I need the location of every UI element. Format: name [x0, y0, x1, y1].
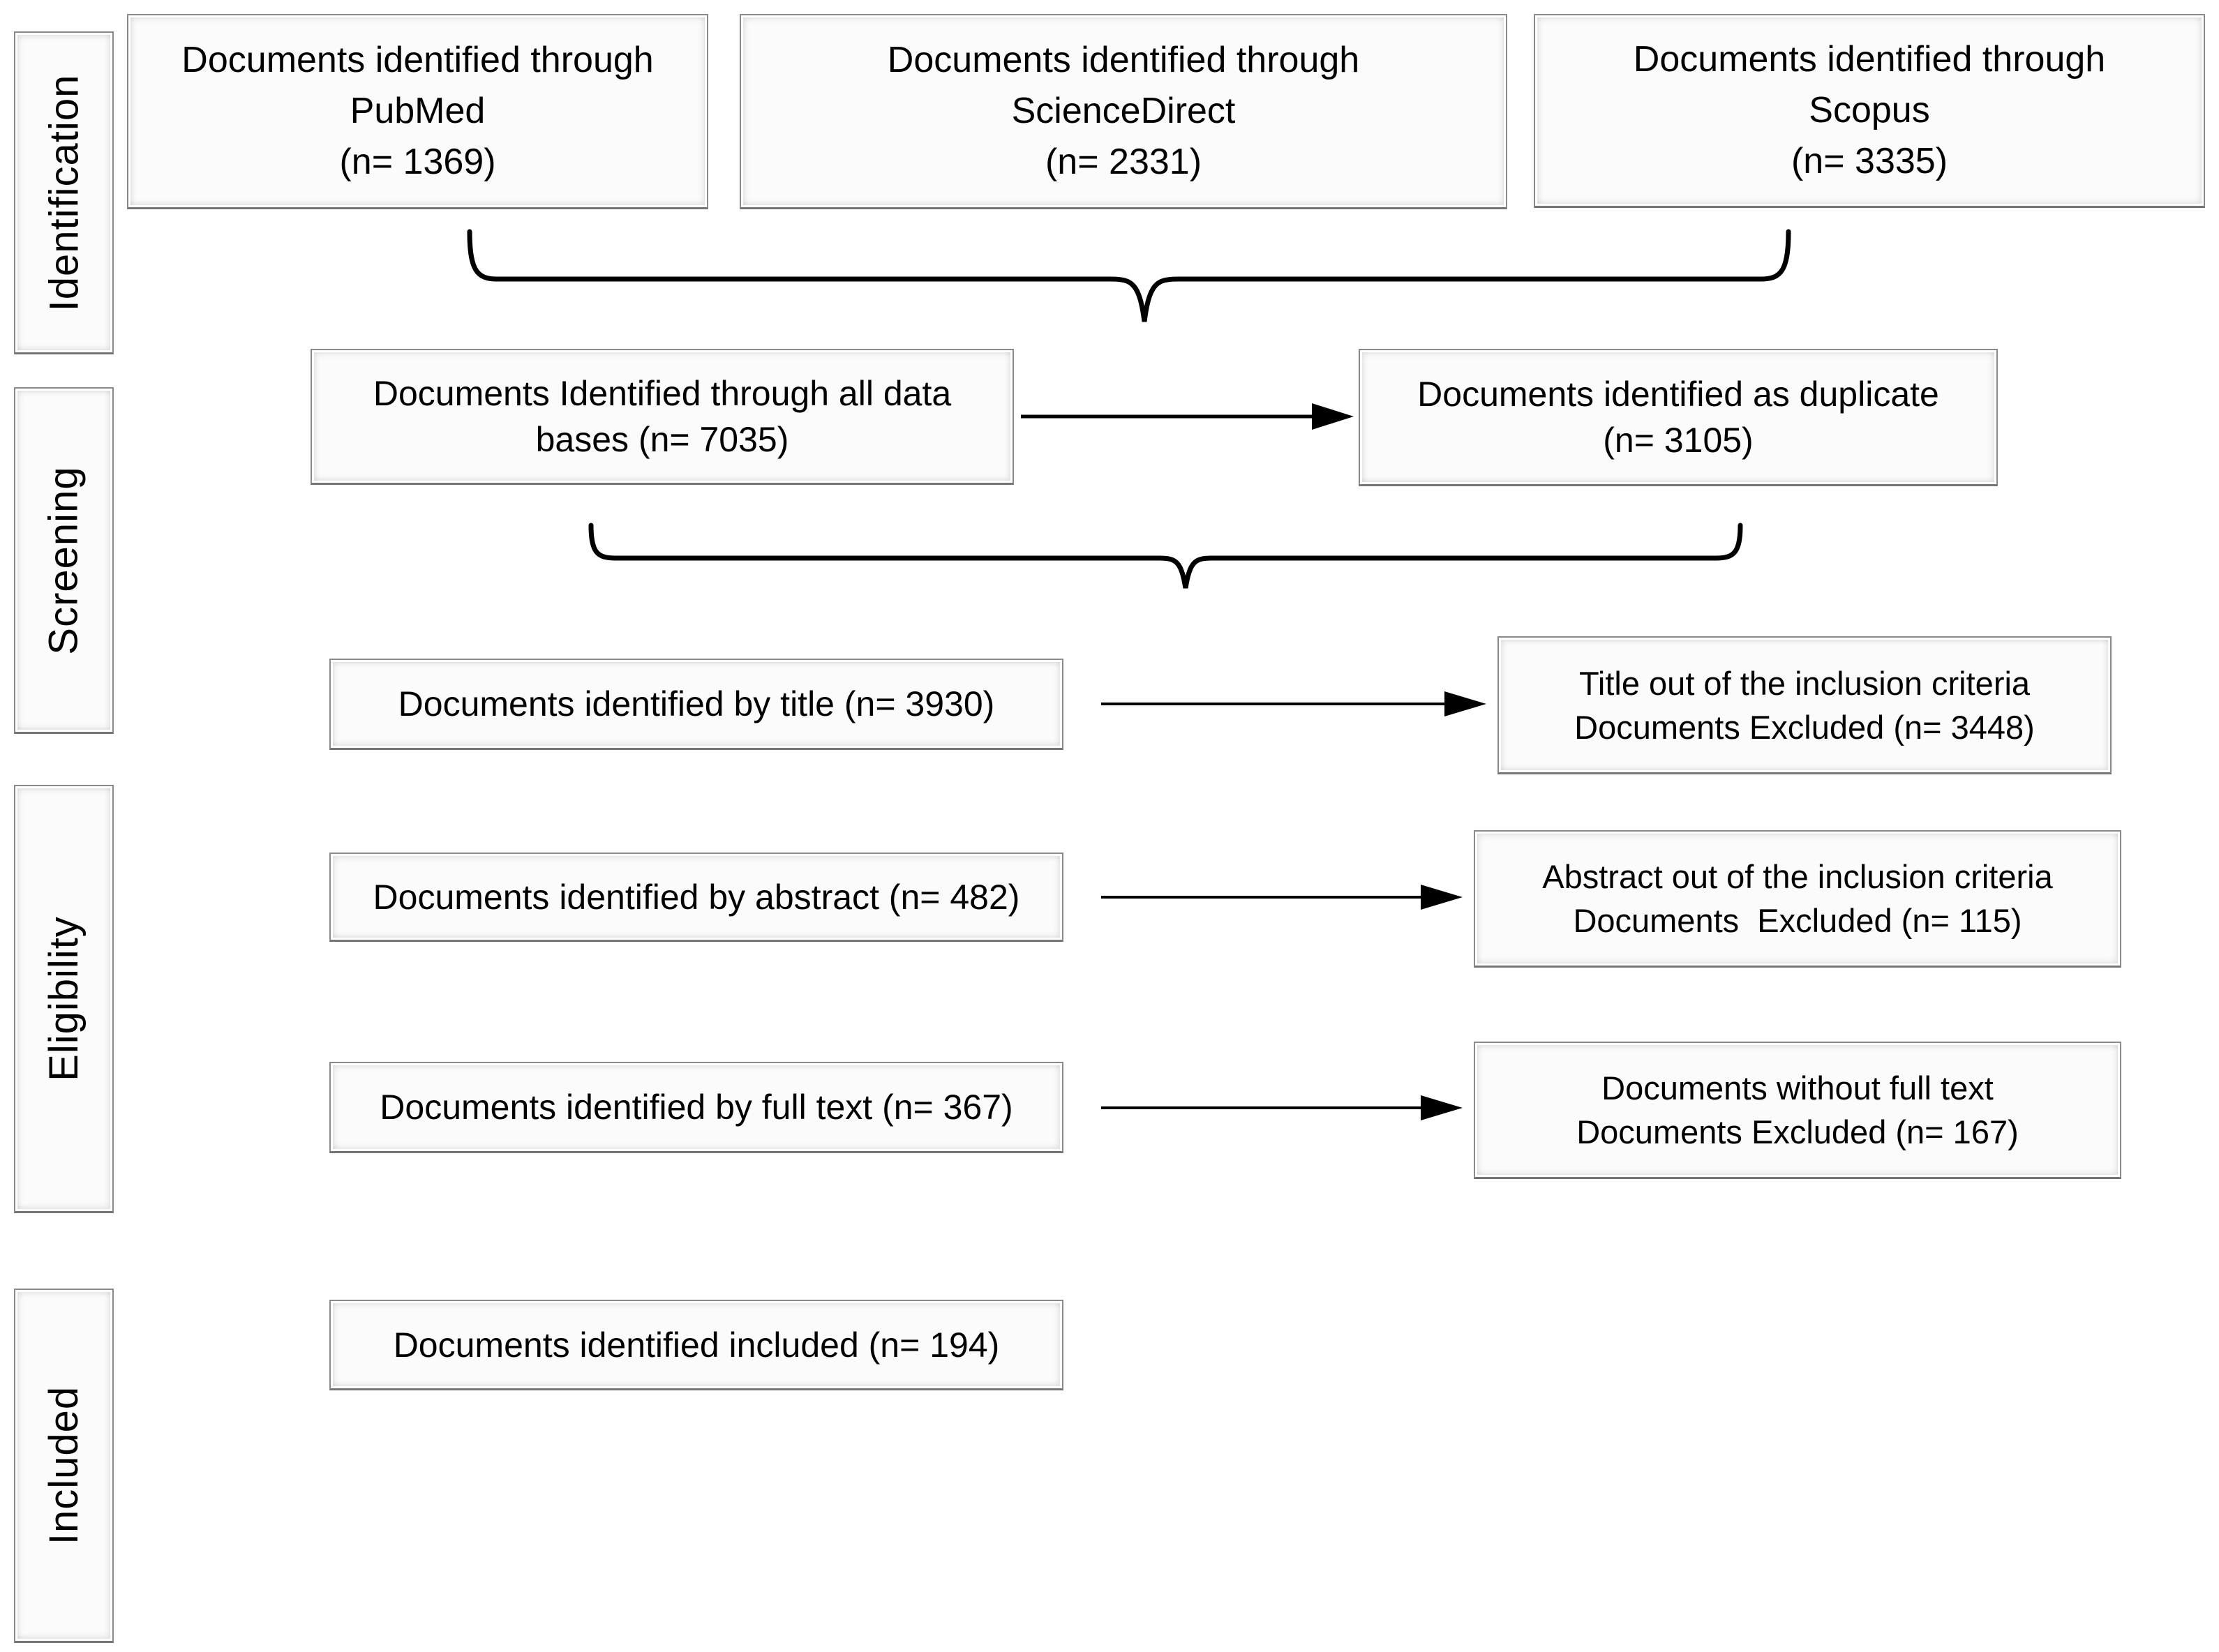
- box-text-line: Documents Excluded (n= 167): [1576, 1113, 2019, 1150]
- stage-label-included: Included: [14, 1289, 114, 1643]
- source-box-pubmed: Documents identified through PubMed (n= …: [127, 14, 708, 209]
- box-text-line: Documents without full text: [1601, 1069, 1994, 1106]
- arrow-duplicates: [1021, 403, 1354, 430]
- duplicates-box: Documents identified as duplicate (n= 31…: [1359, 349, 1998, 486]
- box-text-line: Abstract out of the inclusion criteria: [1542, 858, 2053, 895]
- abstract-excluded-box: Abstract out of the inclusion criteria D…: [1474, 830, 2121, 968]
- brace-sources: [467, 229, 1791, 322]
- stage-label-identification: Identification: [14, 31, 114, 354]
- box-text-line: Documents identified by full text (n= 36…: [380, 1088, 1013, 1127]
- included-box: Documents identified included (n= 194): [329, 1300, 1063, 1390]
- screened-by-fulltext-box: Documents identified by full text (n= 36…: [329, 1062, 1063, 1153]
- box-text-line: bases (n= 7035): [535, 420, 789, 459]
- box-text-line: Documents identified by abstract (n= 482…: [373, 877, 1020, 917]
- box-text-line: Title out of the inclusion criteria: [1578, 664, 2031, 702]
- box-text-line: Documents identified as duplicate: [1417, 375, 1939, 414]
- box-text-line: Documents identified through: [1633, 39, 2106, 80]
- source-box-sciencedirect: Documents identified through ScienceDire…: [740, 14, 1507, 209]
- box-text-line: Documents Excluded (n= 115): [1573, 902, 2022, 939]
- stage-label-text: Included: [41, 1386, 87, 1545]
- box-text-line: (n= 1369): [339, 142, 496, 182]
- box-text-line: Documents identified through: [181, 40, 654, 80]
- all-databases-box: Documents Identified through all data ba…: [311, 349, 1014, 485]
- stage-label-text: Eligibility: [41, 916, 87, 1081]
- arrow-fulltext-excluded: [1101, 1095, 1463, 1120]
- box-text-line: (n= 2331): [1045, 142, 1202, 182]
- box-text-line: Documents Excluded (n= 3448): [1574, 708, 2035, 746]
- arrow-abstract-excluded: [1101, 885, 1463, 910]
- box-text-line: (n= 3105): [1603, 421, 1754, 460]
- source-box-scopus: Documents identified through Scopus (n= …: [1534, 14, 2205, 208]
- screened-by-abstract-box: Documents identified by abstract (n= 482…: [329, 853, 1063, 942]
- box-text-line: Documents identified by title (n= 3930): [398, 684, 995, 723]
- box-text-line: Documents identified through: [887, 40, 1360, 80]
- screened-by-title-box: Documents identified by title (n= 3930): [329, 659, 1063, 750]
- box-text-line: PubMed: [350, 91, 486, 131]
- box-text-line: Scopus: [1809, 90, 1930, 130]
- stage-label-eligibility: Eligibility: [14, 785, 114, 1213]
- stage-label-screening: Screening: [14, 387, 114, 734]
- stage-label-text: Screening: [41, 465, 87, 655]
- brace-screening: [588, 523, 1743, 589]
- box-text-line: (n= 3335): [1791, 141, 1948, 181]
- box-text-line: Documents Identified through all data: [373, 374, 952, 413]
- box-text-line: Documents identified included (n= 194): [393, 1325, 1000, 1365]
- box-text-line: ScienceDirect: [1011, 91, 1236, 131]
- title-excluded-box: Title out of the inclusion criteria Docu…: [1497, 636, 2112, 774]
- arrow-title-excluded: [1101, 691, 1486, 716]
- stage-label-text: Identification: [41, 74, 87, 311]
- fulltext-excluded-box: Documents without full text Documents Ex…: [1474, 1042, 2121, 1179]
